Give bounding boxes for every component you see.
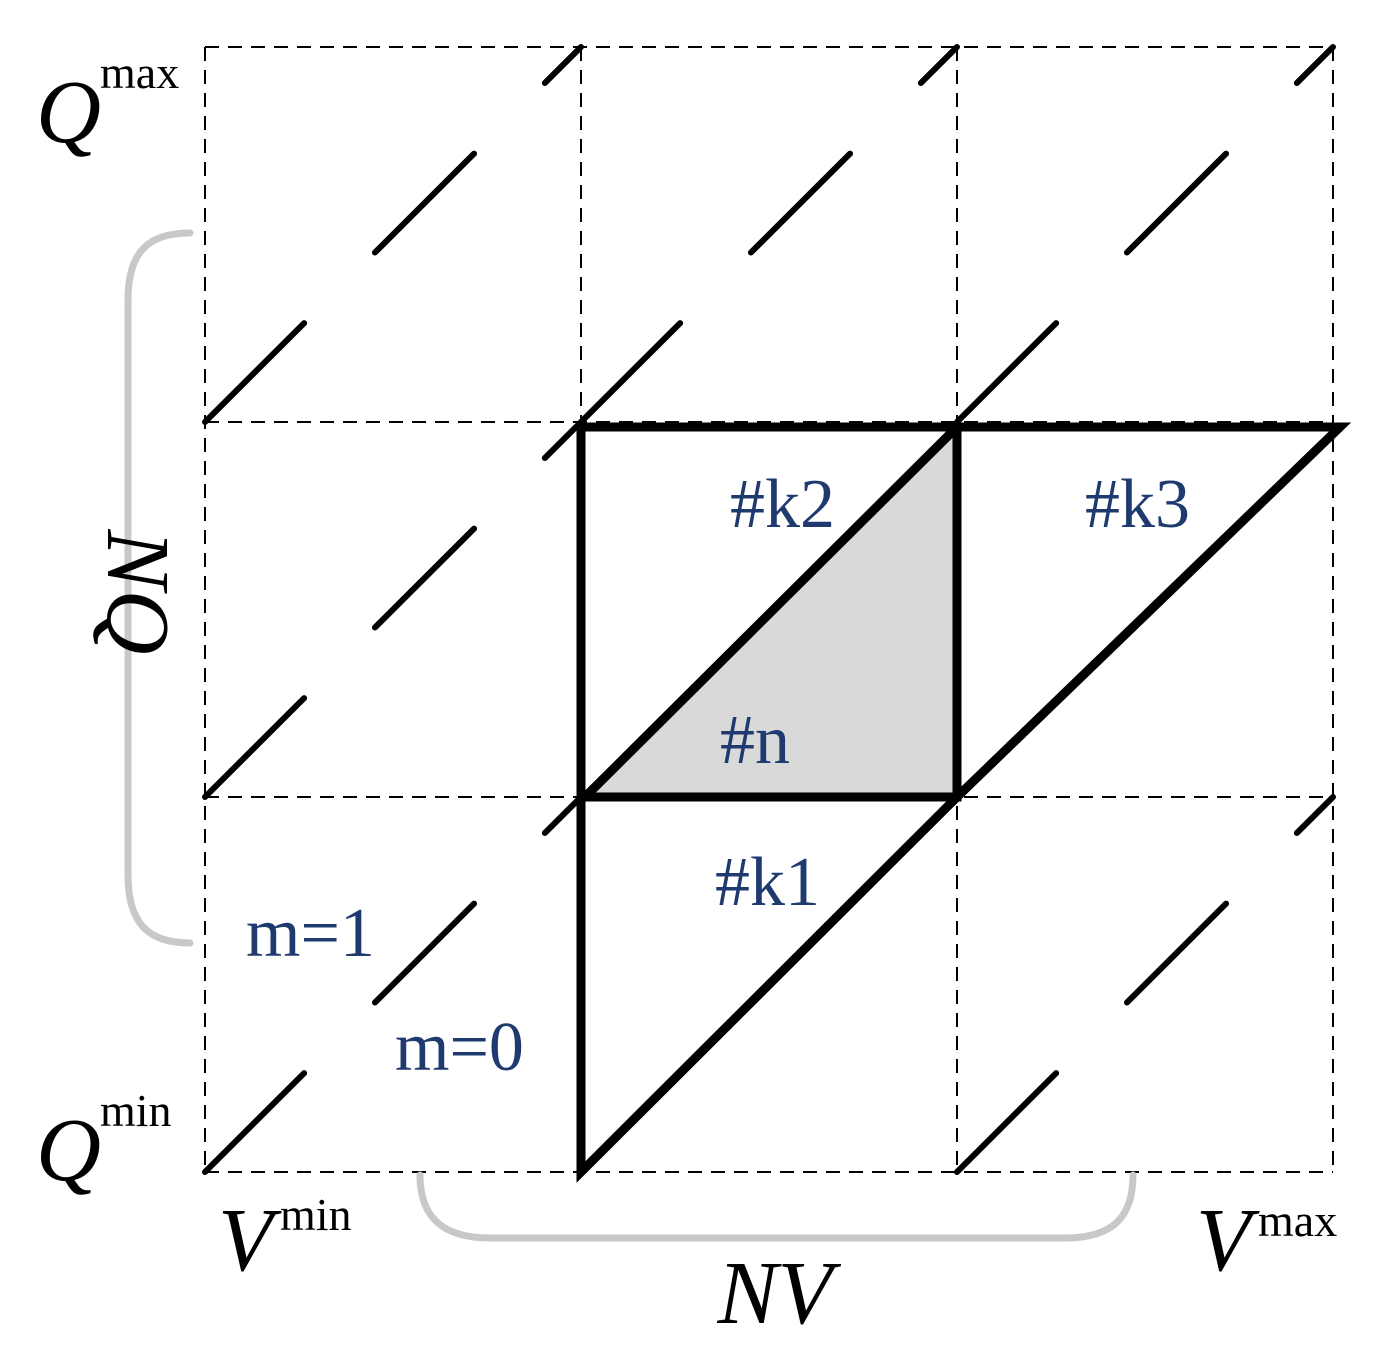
nv-label: NV: [716, 1244, 841, 1343]
q-max-label: Q: [36, 63, 101, 162]
v-min-label: V: [218, 1191, 282, 1290]
marker-m0: m=0: [395, 1009, 524, 1086]
cell-label-n: #n: [720, 702, 790, 779]
q-min-superscript: min: [100, 1085, 172, 1136]
marker-m1: m=1: [246, 895, 375, 972]
bold-outlines: [576, 422, 1352, 1183]
nq-brace: [124, 229, 194, 947]
v-max-label: V: [1196, 1191, 1260, 1290]
cell-label-k1: #k1: [715, 844, 820, 921]
cell-label-k3: #k3: [1085, 466, 1190, 543]
q-min-label: Q: [36, 1101, 101, 1200]
v-max-superscript: max: [1258, 1195, 1337, 1246]
dashed-diagonals: [202, 44, 1336, 1175]
q-max-superscript: max: [100, 47, 179, 98]
nq-label: NQ: [88, 528, 187, 654]
cell-label-k2: #k2: [730, 466, 835, 543]
v-min-superscript: min: [280, 1189, 352, 1240]
nv-brace: [416, 1171, 1137, 1242]
